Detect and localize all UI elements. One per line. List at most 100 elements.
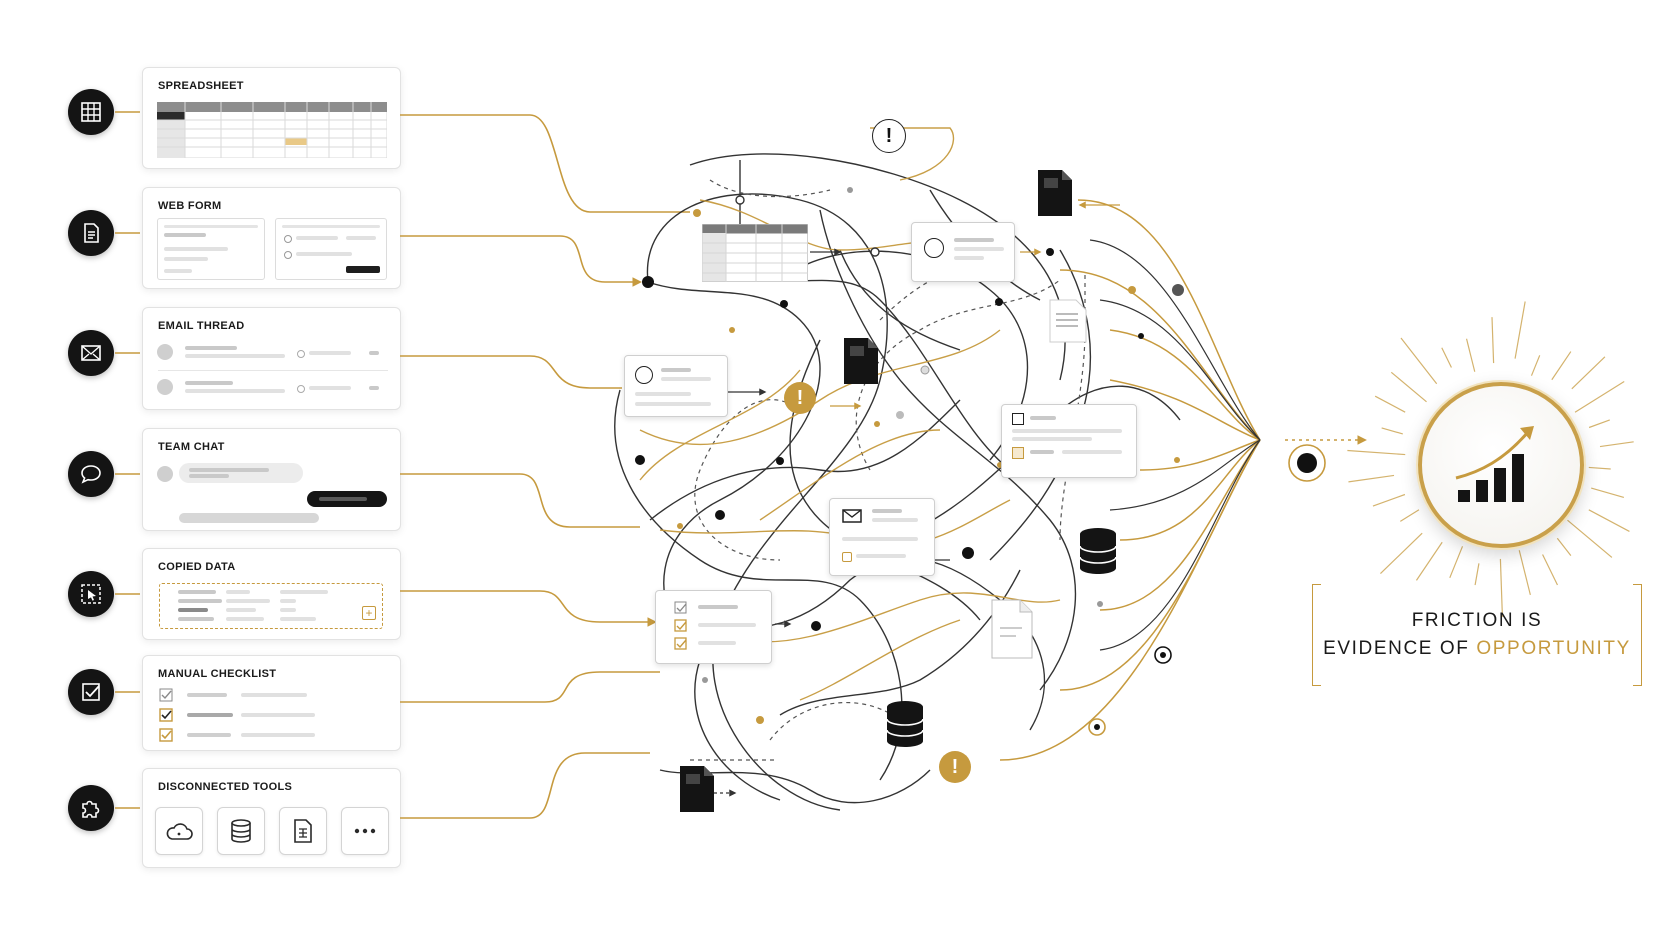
puzzle-icon <box>68 785 114 831</box>
dark-file-icon <box>844 338 878 384</box>
spreadsheet-card: SPREADSHEET <box>142 67 401 169</box>
avatar <box>157 379 173 395</box>
rising-bar-chart-icon <box>1455 426 1534 502</box>
glow-rays <box>1347 301 1634 617</box>
warning-icon: ! <box>784 382 816 414</box>
glow-ray <box>1380 532 1423 574</box>
connector-chat <box>400 473 640 528</box>
card-title: EMAIL THREAD <box>158 320 245 332</box>
glow-ray <box>1556 537 1572 556</box>
tangle-dashed-curves <box>690 179 1086 761</box>
tagline-line-2: EVIDENCE OF OPPORTUNITY <box>1312 638 1642 660</box>
dark-file-icon <box>680 766 714 812</box>
user-icon <box>924 238 944 258</box>
tagline-frame: FRICTION IS EVIDENCE OF OPPORTUNITY <box>1312 584 1642 686</box>
envelope-icon <box>68 330 114 376</box>
checkbox-icon <box>842 552 852 562</box>
glow-ray <box>1499 558 1504 617</box>
add-icon: + <box>362 606 376 620</box>
connector-tools <box>400 752 650 819</box>
task-list-fragment <box>655 590 772 664</box>
glow-ray <box>1474 563 1480 586</box>
glow-ray <box>1588 419 1610 429</box>
glow-ray <box>1374 395 1406 413</box>
tagline-highlight: OPPORTUNITY <box>1476 638 1631 659</box>
connector-web-form <box>400 235 642 287</box>
glow-ray <box>1390 371 1427 403</box>
bracket-right <box>1633 584 1642 686</box>
card-title: COPIED DATA <box>158 561 236 573</box>
icon-to-card-stubs <box>115 111 140 809</box>
checklist-items <box>159 688 315 742</box>
checklist-icon <box>674 601 687 650</box>
spreadsheet-file-icon <box>1049 299 1087 343</box>
glow-ray <box>1530 355 1541 376</box>
glow-ray <box>1542 554 1559 586</box>
envelope-icon <box>842 509 862 523</box>
glow-ray <box>1347 449 1406 456</box>
glow-ray <box>1348 474 1395 483</box>
warning-icon: ! <box>872 119 906 153</box>
dark-file-icon <box>1038 170 1072 216</box>
converging-gold-lines <box>999 199 1261 761</box>
chat-bubble-icon <box>68 451 114 497</box>
chat-bubble <box>179 463 303 483</box>
spreadsheet-file-icon <box>279 807 327 855</box>
checkbox-icon <box>1012 413 1024 425</box>
form-panel <box>157 218 265 280</box>
glow-ray <box>1381 427 1403 435</box>
form-options-panel <box>275 218 387 280</box>
chat-input <box>179 513 319 523</box>
glow-ray <box>1441 347 1452 368</box>
card-title: WEB FORM <box>158 200 222 212</box>
connector-copied-data <box>400 590 657 627</box>
glow-ray <box>1491 317 1495 364</box>
card-title: DISCONNECTED TOOLS <box>158 781 293 793</box>
document-icon <box>68 210 114 256</box>
profile-fragment <box>624 355 728 417</box>
database-icon <box>1079 528 1117 574</box>
glow-ray <box>1588 509 1630 532</box>
spreadsheet-preview <box>157 102 387 158</box>
glow-ray <box>1400 337 1438 385</box>
manual-checklist-card: MANUAL CHECKLIST <box>142 655 401 751</box>
light-file-icon <box>991 599 1033 659</box>
checkbox-icon <box>1012 447 1024 459</box>
glow-ray <box>1599 441 1634 448</box>
disconnected-tools-card: DISCONNECTED TOOLS <box>142 768 401 868</box>
glow-ray <box>1514 301 1526 359</box>
tagline-line-1: FRICTION IS <box>1411 610 1543 631</box>
mini-spreadsheet <box>702 224 808 282</box>
glow-ray <box>1465 338 1476 372</box>
web-form-card: WEB FORM <box>142 187 401 289</box>
chat-bubble-sent <box>307 491 387 507</box>
connector-spreadsheet <box>400 114 690 213</box>
avatar <box>157 466 173 482</box>
glow-ray <box>1567 519 1613 558</box>
card-title: TEAM CHAT <box>158 441 225 453</box>
bracket-left <box>1312 584 1321 686</box>
grid-icon <box>68 89 114 135</box>
card-title: SPREADSHEET <box>158 80 244 92</box>
email-thread-card: EMAIL THREAD <box>142 307 401 410</box>
glow-ray <box>1449 546 1464 579</box>
avatar <box>157 344 173 360</box>
copy-cursor-icon <box>68 571 114 617</box>
glow-ray <box>1372 493 1406 507</box>
glow-ray <box>1551 351 1572 381</box>
email-fragment <box>829 498 935 576</box>
junction-dots <box>635 187 1184 736</box>
card-title: MANUAL CHECKLIST <box>158 668 277 680</box>
profile-fragment <box>911 222 1015 282</box>
radio-option <box>284 251 292 259</box>
more-dots-icon <box>341 807 389 855</box>
glow-ray <box>1574 381 1625 413</box>
opportunity-badge <box>1418 382 1584 548</box>
radio-option <box>284 235 292 243</box>
cloud-icon <box>155 807 203 855</box>
checkbox-icon <box>68 669 114 715</box>
checklist-fragment <box>1001 404 1137 478</box>
connector-email <box>400 355 622 389</box>
database-icon <box>217 807 265 855</box>
